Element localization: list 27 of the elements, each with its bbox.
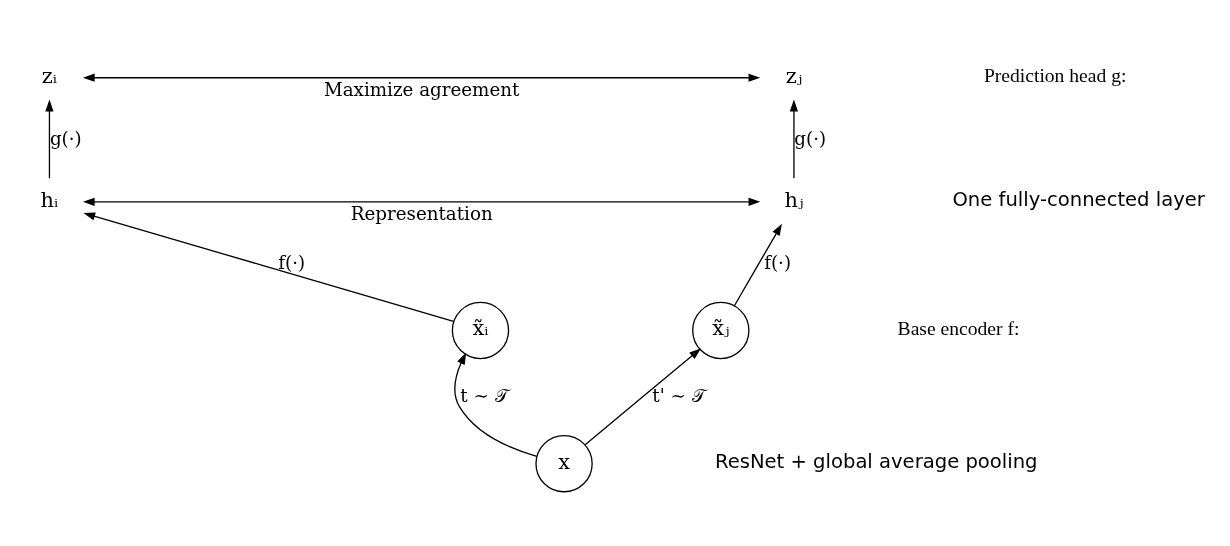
arrow (82, 73, 761, 82)
node-text: zⱼ (785, 63, 803, 88)
edge-label: g(·) (49, 127, 82, 149)
edge-label: Representation (350, 203, 493, 225)
edge-label: t ∼ 𝒯 (460, 384, 509, 406)
node-circle: x (535, 434, 593, 493)
label: Base encoder f: (897, 318, 1020, 340)
arrow (584, 348, 701, 446)
arrow (789, 99, 799, 179)
node-text: zᵢ (41, 63, 58, 88)
label: One fully-connected layer (952, 188, 1205, 212)
node-circle: x̃ᵢ (451, 301, 510, 360)
edge-label: Maximize agreement (324, 79, 520, 101)
label: Prediction head g: (983, 65, 1127, 87)
edge-label: g(·) (794, 127, 827, 149)
arrow (82, 197, 761, 206)
node-circle: x̃ⱼ (692, 301, 750, 360)
arrow (83, 212, 455, 322)
edge-label: t' ∼ 𝒯 (652, 384, 706, 406)
node-text: hⱼ (784, 187, 804, 212)
arrow (45, 99, 54, 179)
edge-label: f(·) (278, 251, 306, 273)
node-text: hᵢ (40, 187, 59, 212)
edge-label: f(·) (764, 251, 792, 273)
label: ResNet + global average pooling (714, 450, 1038, 474)
arrow (733, 223, 782, 307)
arrow (454, 352, 538, 457)
